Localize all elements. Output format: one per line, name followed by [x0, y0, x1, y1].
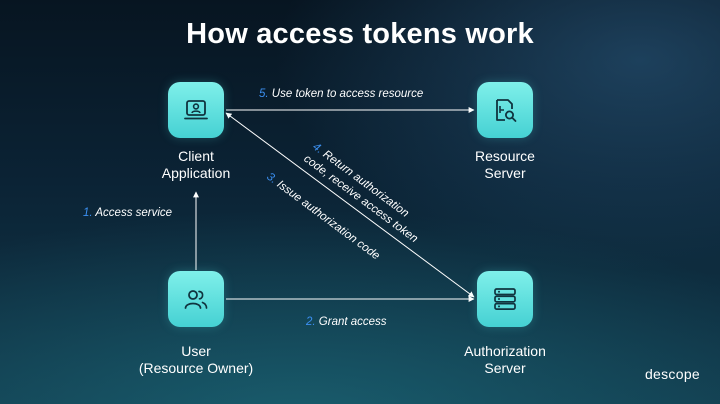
authorization-server-node	[477, 271, 533, 327]
client-application-label: Client Application	[106, 148, 286, 182]
descope-logo: descope	[645, 366, 700, 382]
auth-label-line2: Server	[484, 360, 526, 376]
user-node	[168, 271, 224, 327]
client-label-line2: Application	[161, 165, 231, 181]
auth-label-line1: Authorization	[464, 343, 546, 359]
step-1-text: Access service	[95, 207, 173, 219]
step-1-number: 1.	[83, 207, 93, 219]
client-application-node	[168, 82, 224, 138]
logo-text-o: o	[675, 366, 684, 382]
laptop-user-icon	[184, 100, 208, 120]
server-icon	[494, 288, 516, 310]
step-2-label: 2. Grant access	[306, 316, 387, 328]
step-2-number: 2.	[306, 316, 316, 328]
step-5-number: 5.	[259, 88, 269, 100]
authorization-server-label: Authorization Server	[415, 343, 595, 377]
arrow-authorization-code	[225, 112, 475, 298]
diagram-title: How access tokens work	[186, 18, 534, 50]
users-icon	[184, 290, 208, 309]
logo-text-start: desc	[644, 366, 676, 382]
user-label-line1: User	[181, 343, 211, 359]
resource-label-line2: Server	[484, 165, 526, 181]
step-5-label: 5. Use token to access resource	[259, 88, 423, 100]
resource-label-line1: Resource	[475, 148, 535, 164]
client-label-line1: Client	[178, 148, 214, 164]
resource-server-node	[477, 82, 533, 138]
step-1-label: 1. Access service	[83, 207, 172, 219]
step-5-text: Use token to access resource	[271, 88, 424, 100]
resource-server-label: Resource Server	[415, 148, 595, 182]
document-search-icon	[496, 99, 517, 122]
logo-text-end: pe	[683, 366, 700, 382]
user-label-line2: (Resource Owner)	[138, 360, 254, 376]
user-label: User (Resource Owner)	[106, 343, 286, 377]
step-2-text: Grant access	[318, 316, 387, 328]
